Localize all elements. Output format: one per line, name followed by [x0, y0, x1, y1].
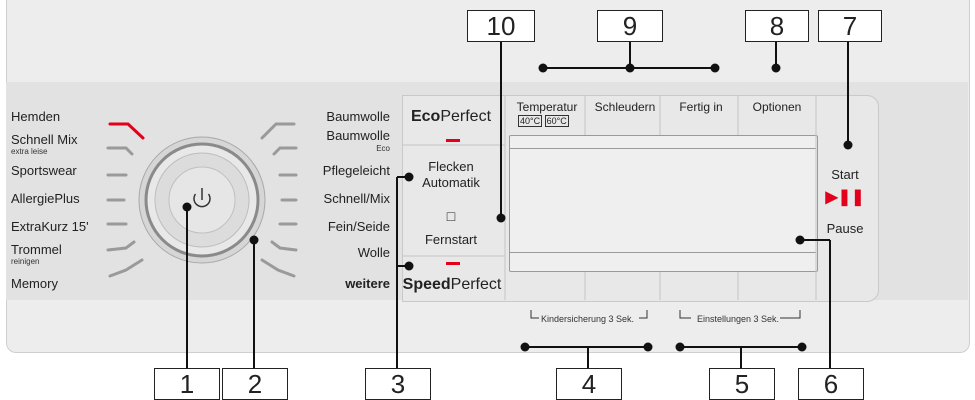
callout-lines	[186, 40, 849, 370]
ecoperfect-indicator	[446, 139, 460, 142]
program-schnell-mix-sub: extra leise	[11, 147, 48, 156]
speedperfect-indicator	[446, 262, 460, 265]
program-baumwolle-eco-sub: Eco	[376, 144, 390, 153]
speedperfect-button[interactable]: SpeedPerfect	[402, 276, 502, 294]
automatik-label: Automatik	[422, 175, 480, 190]
program-fein-seide[interactable]: Fein/Seide	[327, 219, 390, 234]
display-area	[509, 148, 816, 253]
program-allergieplus[interactable]: AllergiePlus	[11, 191, 80, 206]
program-sportswear[interactable]: Sportswear	[11, 163, 77, 178]
callout-7: 7	[818, 10, 882, 42]
callout-1: 1	[154, 368, 220, 400]
start-label: Start	[831, 167, 859, 182]
program-weitere[interactable]: weitere	[345, 276, 390, 291]
flecken-label: Flecken	[428, 159, 474, 174]
speedperfect-rest: Perfect	[450, 276, 502, 293]
program-wolle[interactable]: Wolle	[357, 245, 390, 260]
button-dividers	[402, 95, 817, 300]
kindersicherung-caption: Kindersicherung 3 Sek.	[541, 314, 635, 324]
callout-6: 6	[798, 368, 864, 400]
program-trommel[interactable]: Trommel	[11, 242, 62, 257]
optionen-button[interactable]: Optionen	[752, 100, 802, 114]
display-screen	[509, 135, 818, 272]
speedperfect-bold: Speed	[402, 276, 451, 293]
ecoperfect-button[interactable]: EcoPerfect	[405, 108, 497, 126]
program-ticks	[106, 122, 298, 278]
callout-5: 5	[709, 368, 775, 400]
caption-brackets	[530, 310, 801, 319]
program-baumwolle[interactable]: Baumwolle	[326, 109, 390, 124]
schleudern-button[interactable]: Schleudern	[594, 100, 656, 114]
program-schnell-mix[interactable]: Schnell Mix	[11, 132, 78, 147]
ecoperfect-bold: Eco	[410, 108, 441, 125]
temp-opt1: 40°C	[518, 115, 543, 127]
program-schnell-mix-right[interactable]: Schnell/Mix	[323, 191, 390, 206]
program-pflegeleicht[interactable]: Pflegeleicht	[322, 163, 390, 178]
callout-3: 3	[365, 368, 431, 400]
fernstart-button[interactable]: Fernstart	[424, 232, 477, 247]
temp-opt2: 60°C	[544, 115, 569, 127]
callout-10: 10	[467, 10, 535, 42]
temperatur-button[interactable]: Temperatur	[516, 100, 578, 114]
program-extrakurz[interactable]: ExtraKurz 15'	[11, 219, 89, 234]
program-memory[interactable]: Memory	[11, 276, 58, 291]
program-trommel-sub: reinigen	[11, 257, 40, 266]
temp-options: 40°C 60°C	[518, 115, 569, 127]
callout-9: 9	[597, 10, 663, 42]
power-icon[interactable]	[193, 188, 211, 208]
start-pause-icon[interactable]: ▶❚❚	[825, 189, 865, 206]
pause-label: Pause	[826, 221, 864, 236]
program-baumwolle-eco[interactable]: Baumwolle	[326, 128, 390, 143]
einstellungen-caption: Einstellungen 3 Sek.	[697, 314, 780, 324]
callout-2: 2	[222, 368, 288, 400]
ecoperfect-rest: Perfect	[440, 108, 492, 125]
program-hemden[interactable]: Hemden	[11, 109, 61, 124]
fertig-in-button[interactable]: Fertig in	[679, 100, 723, 114]
callout-8: 8	[745, 10, 809, 42]
callout-dots	[182, 63, 853, 352]
remote-icon: □	[446, 208, 456, 224]
callout-4: 4	[556, 368, 622, 400]
